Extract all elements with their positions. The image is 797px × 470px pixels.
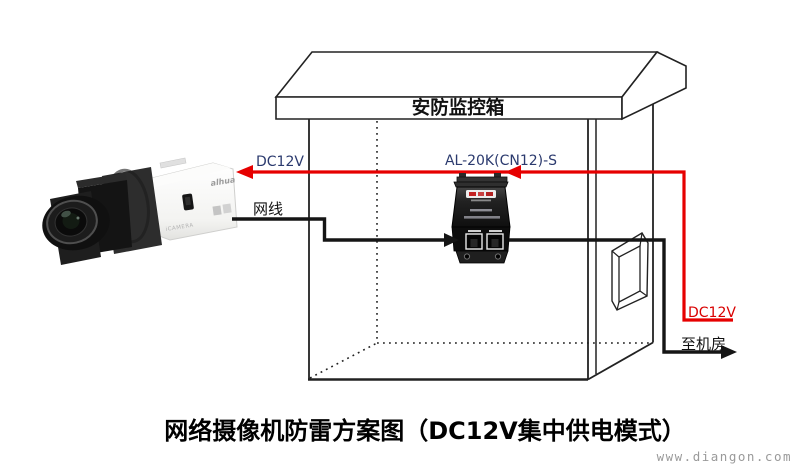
- camera-top-mount: [159, 157, 187, 169]
- arrowhead-red-to-device: [505, 165, 521, 179]
- arrowheads: [236, 165, 737, 359]
- monitoring-cabinet-box: [308, 104, 654, 381]
- camera-lens: [42, 167, 162, 265]
- camera-brand-text: alhua: [210, 175, 236, 188]
- camera-side-port: [182, 193, 194, 211]
- device-mount-flange: [455, 250, 509, 264]
- arrowhead-black-to-device: [444, 233, 459, 247]
- diagram-caption: 网络摄像机防雷方案图（DC12V集中供电模式）: [164, 417, 686, 445]
- arrowhead-black-to-room: [721, 345, 737, 359]
- network-camera: alhua iCAMERA: [42, 157, 238, 265]
- device-label: AL-20K(CN12)-S: [445, 153, 557, 169]
- cabinet-label: 安防监控箱: [412, 97, 505, 119]
- surge-protector: [451, 173, 511, 264]
- cable-slot: [611, 232, 649, 311]
- wire-label-network-cable: 网线: [253, 200, 283, 218]
- arrowhead-red-to-camera: [236, 165, 253, 179]
- wire-label-to-machine-room: 至机房: [681, 335, 726, 353]
- network-wire: [232, 217, 722, 354]
- device-logo: [466, 190, 496, 202]
- camera-model-text: iCAMERA: [165, 223, 194, 233]
- rj45-port-in: [465, 233, 483, 250]
- wire-label-dc12v-camera: DC12V: [256, 154, 304, 170]
- wire-label-dc12v-input: DC12V: [688, 305, 736, 321]
- dc12v-wire: [250, 170, 733, 322]
- monitoring-cabinet-roof: [274, 50, 687, 121]
- camera-cert-marks: [212, 203, 232, 216]
- watermark-text: www.diangon.com: [657, 449, 792, 464]
- rj45-port-out: [486, 233, 504, 250]
- camera-body-top-face: [136, 163, 231, 187]
